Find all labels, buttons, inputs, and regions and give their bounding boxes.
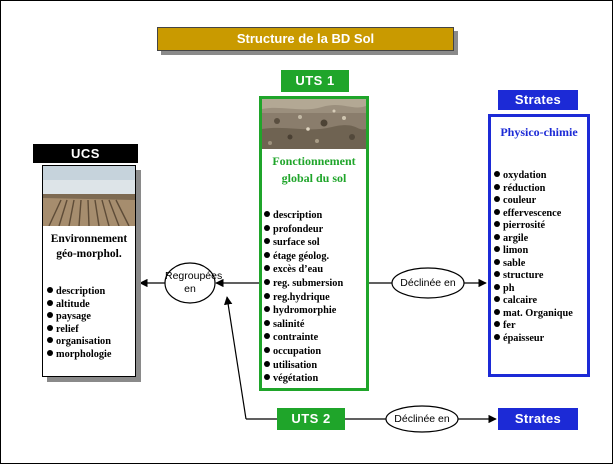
bullet-icon [494,283,500,290]
list-item: contrainte [264,331,368,345]
uts1-badge: UTS 1 [281,70,349,92]
list-item: oxydation [494,170,590,183]
list-item: altitude [47,299,137,312]
list-item: couleur [494,195,590,208]
uts1-panel: Fonctionnement global du sol description… [259,96,369,391]
oval-declinee-bottom [385,405,459,433]
list-item: calcaire [494,295,590,308]
bullet-icon [494,333,500,340]
list-item: pierrosité [494,220,590,233]
bullet-icon [494,196,500,202]
bullet-icon [47,312,53,318]
list-item: organisation [47,336,137,349]
bullet-icon [494,321,500,327]
strates-panel: Physico-chimie oxydation réduction coule… [488,114,590,377]
list-item: hydromorphie [264,304,368,318]
list-item: limon [494,245,590,258]
ucs-attribute-list: description altitude paysage relief orga… [47,286,137,361]
strates-attribute-list: oxydation réduction couleur effervescenc… [494,170,590,345]
list-item: description [264,209,368,223]
list-item: argile [494,233,590,246]
oval-regroupees [164,262,216,304]
list-item: utilisation [264,359,368,373]
ucs-heading-line1: Environnement [50,233,128,245]
list-item: épaisseur [494,333,590,346]
bullet-icon [264,360,270,367]
bullet-icon [494,208,500,215]
list-item: reg.hydrique [264,291,368,305]
bullet-icon [494,233,500,240]
list-item: étage géolog. [264,250,368,264]
list-item: réduction [494,183,590,196]
bullet-icon [264,374,270,381]
uts1-attribute-list: description profondeur surface sol étage… [264,209,368,386]
list-item: relief [47,324,137,337]
strates-heading: Physico-chimie [500,125,578,139]
bullet-icon [47,337,53,343]
bullet-icon [264,292,270,299]
uts1-heading: Fonctionnement global du sol [262,153,366,187]
ucs-heading-line2: géo-morphol. [56,248,122,260]
list-item: description [47,286,137,299]
list-item: paysage [47,311,137,324]
bullet-icon [264,265,270,272]
bullet-icon [264,251,270,258]
list-item: salinité [264,318,368,332]
list-item: excès d’eau [264,263,368,277]
ucs-badge: UCS [33,144,138,163]
uts1-heading-line2: global du sol [281,171,347,185]
list-item: structure [494,270,590,283]
ucs-panel: Environnement géo-morphol. description a… [42,165,136,377]
declinee-label-top: Déclinée en [400,277,456,289]
arrow-uts2-to-regroupees [224,296,247,420]
oval-declinee-top [391,267,465,299]
regroupees-label: Regroupées en [165,270,223,296]
list-item: morphologie [47,349,137,362]
bullet-icon [264,238,270,245]
ucs-heading: Environnement géo-morphol. [43,232,135,262]
list-item: mat. Organique [494,308,590,321]
bullet-icon [47,287,53,293]
bullet-icon [494,246,500,252]
declinee-label-bottom: Déclinée en [394,413,450,425]
soil-photo [262,99,366,149]
strates-bottom-badge: Strates [498,408,578,430]
bullet-icon [264,278,270,285]
bullet-icon [264,346,270,353]
strates-badge: Strates [498,90,578,110]
bullet-icon [264,306,270,313]
uts1-heading-line1: Fonctionnement [272,154,356,168]
regroupees-line2: en [184,283,196,295]
bullet-icon [264,319,270,326]
list-item: reg. submersion [264,277,368,291]
list-item: profondeur [264,223,368,237]
bullet-icon [494,296,500,302]
bullet-icon [47,349,53,356]
list-item: occupation [264,345,368,359]
list-item: sable [494,258,590,271]
bullet-icon [494,221,500,227]
list-item: surface sol [264,236,368,250]
uts2-badge: UTS 2 [277,408,345,430]
bullet-icon [264,224,270,231]
bullet-icon [47,324,53,331]
page-title: Structure de la BD Sol [157,27,454,51]
list-item: effervescence [494,208,590,221]
landscape-photo [43,166,135,226]
bullet-icon [264,333,270,340]
bullet-icon [494,171,500,177]
list-item: ph [494,283,590,296]
regroupees-line1: Regroupées [165,270,223,282]
bullet-icon [494,258,500,265]
bullet-icon [494,183,500,190]
bullet-icon [494,271,500,277]
bullet-icon [264,211,270,217]
list-item: fer [494,320,590,333]
bullet-icon [494,308,500,315]
bullet-icon [47,299,53,306]
list-item: végétation [264,372,368,386]
